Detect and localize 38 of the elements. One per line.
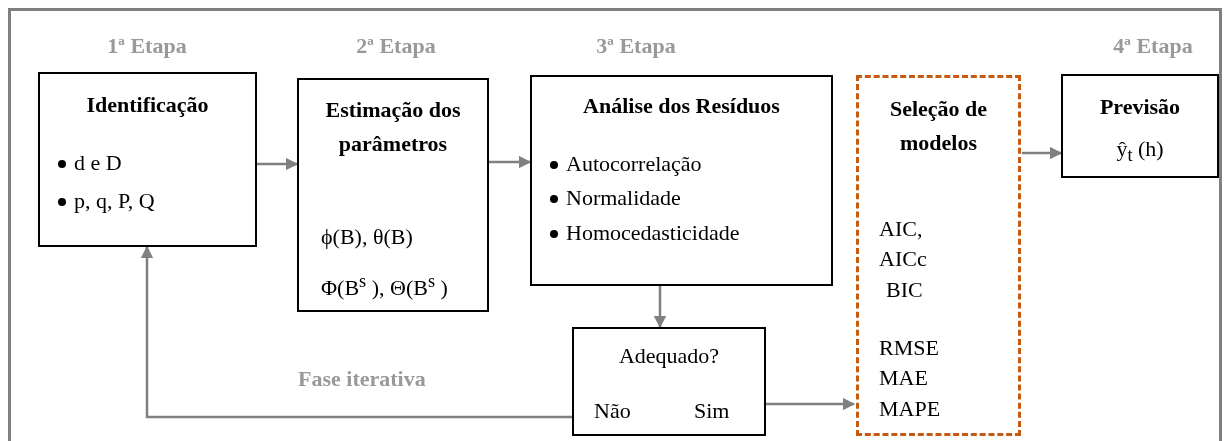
box-text: Não [594, 398, 631, 424]
arrow [766, 397, 856, 411]
process-box [297, 78, 489, 312]
stage-label: 1ª Etapa [107, 33, 187, 59]
bullet-text: Homocedasticidade [566, 220, 740, 246]
box-text: Sim [694, 398, 730, 424]
selection-box [856, 75, 1021, 436]
box-text: BIC [886, 277, 923, 303]
arrow [489, 155, 532, 169]
bullet-text: d e D [74, 150, 122, 176]
box-text: AIC, [879, 216, 923, 242]
arrow [140, 245, 572, 419]
arrow [1022, 146, 1063, 160]
box-heading: Identificação [85, 91, 210, 119]
process-box [530, 75, 833, 286]
box-text: Adequado? [617, 343, 721, 369]
process-box [38, 72, 257, 247]
stage-label: 3ª Etapa [596, 33, 676, 59]
decision-box [572, 327, 766, 436]
stage-label: 2ª Etapa [356, 33, 436, 59]
box-heading: Previsão [1098, 93, 1182, 121]
box-text: Φ(B$^{s}$ ), Θ(B$^{s}$ ) [321, 270, 448, 302]
arrow [653, 286, 667, 329]
box-text: MAE [879, 365, 928, 391]
box-heading: Análise dos Resíduos [582, 92, 781, 120]
bullet-text: p, q, P, Q [74, 188, 155, 214]
box-heading: Estimação dos parâmetros [324, 96, 462, 158]
arrow [257, 157, 299, 171]
bullet-text: Autocorrelação [566, 151, 702, 177]
process-box [1061, 74, 1219, 178]
box-heading: Seleção de modelos [888, 95, 989, 157]
stage-label: 4ª Etapa [1113, 33, 1193, 59]
box-text: AICc [879, 246, 927, 272]
box-text: RMSE [879, 335, 939, 361]
box-text: MAPE [879, 396, 941, 422]
box-text: ϕ(B), θ(B) [321, 224, 413, 250]
box-text: ŷ$_{t}$ (h) [1115, 136, 1165, 168]
bullet-text: Normalidade [566, 185, 681, 211]
